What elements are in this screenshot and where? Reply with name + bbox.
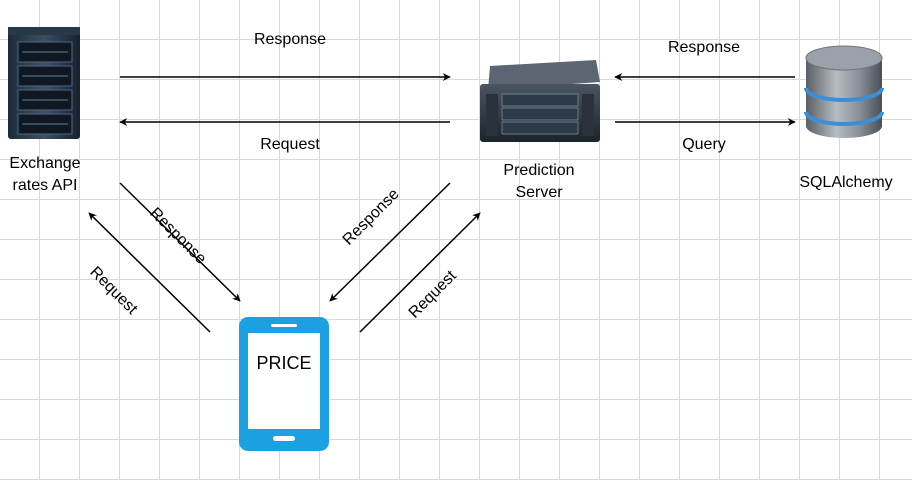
arrow-phone-to-server <box>359 212 481 333</box>
prediction-server-label-line1: Prediction <box>503 162 575 179</box>
edge-label-db-to-server: Response <box>667 39 741 56</box>
rack-server-icon <box>8 27 80 139</box>
exchange-api-label-line2: rates API <box>12 177 78 194</box>
database-icon <box>804 45 884 138</box>
server-chassis-icon <box>480 60 600 142</box>
prediction-server-label-line2: Server <box>515 184 563 201</box>
smartphone-icon <box>239 317 329 451</box>
prediction-server-label: Prediction Server <box>503 160 574 204</box>
arrow-server-to-phone <box>329 182 451 302</box>
sqlalchemy-label: SQLAlchemy <box>799 174 893 191</box>
exchange-api-label-line1: Exchange <box>9 155 81 172</box>
edge-label-api-to-server: Response <box>253 31 327 48</box>
arrow-phone-to-api <box>88 212 211 333</box>
price-app-label: PRICE <box>256 353 312 373</box>
arrow-api-to-phone <box>119 182 241 302</box>
edge-label-server-to-api: Request <box>260 136 320 153</box>
exchange-api-label: Exchange rates API <box>9 153 80 197</box>
edge-label-server-to-db: Query <box>682 136 726 153</box>
